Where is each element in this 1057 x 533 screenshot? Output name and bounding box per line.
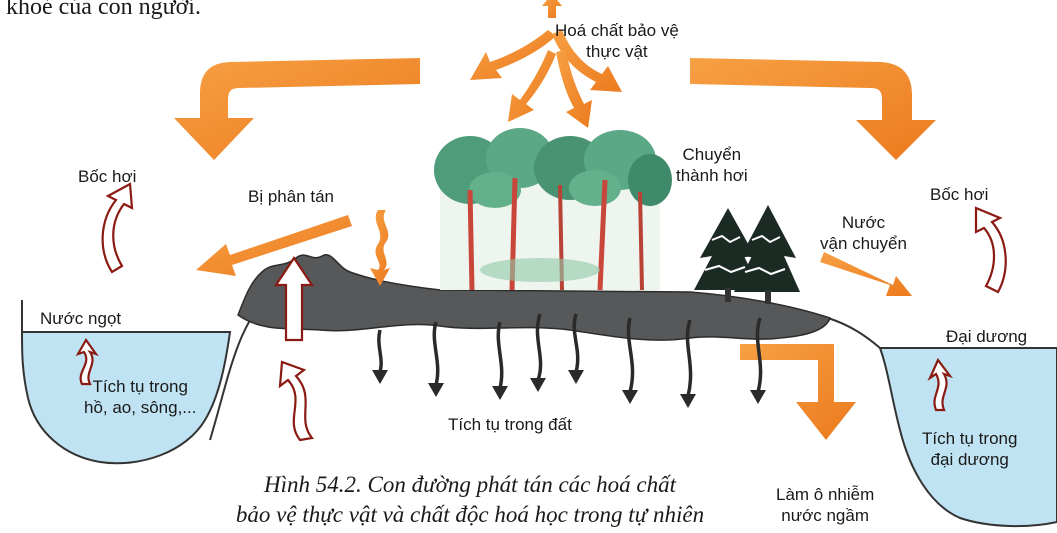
seepage-arrowheads: [372, 370, 766, 408]
label-evaporate-left: Bốc hơi: [78, 166, 136, 187]
figure-caption: Hình 54.2. Con đường phát tán các hoá ch…: [140, 470, 800, 530]
pine-trees: [694, 205, 800, 304]
label-evaporate-right: Bốc hơi: [930, 184, 988, 205]
label-accum-ocean: Tích tụ trong đại dương: [922, 428, 1017, 470]
label-dispersed: Bị phân tán: [248, 186, 334, 207]
forest-trees: [434, 128, 672, 290]
label-ocean: Đại dương: [946, 326, 1027, 347]
label-fresh-water: Nước ngọt: [40, 308, 121, 329]
label-vaporize: Chuyển thành hơi: [676, 144, 748, 186]
label-water-transport: Nước vận chuyển: [820, 212, 907, 254]
label-accum-soil: Tích tụ trong đất: [448, 414, 572, 435]
label-chemicals: Hoá chất bảo vệ thực vật: [555, 20, 679, 62]
label-accum-fresh: Tích tụ trong hồ, ao, sông,...: [84, 376, 196, 418]
